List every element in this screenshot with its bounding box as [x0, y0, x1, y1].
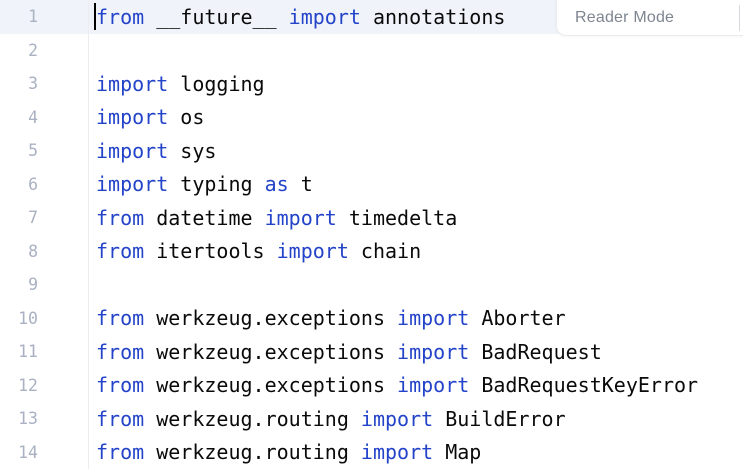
- code-text: from werkzeug.routing import Map: [88, 440, 481, 464]
- code-text: from werkzeug.routing import BuildError: [88, 407, 566, 431]
- code-token-keyword: import: [96, 172, 169, 197]
- line-number[interactable]: 2: [28, 40, 38, 60]
- code-token-keyword: import: [397, 339, 470, 364]
- code-token-plain: BuildError: [433, 406, 566, 431]
- reader-mode-button[interactable]: Reader Mode: [575, 9, 675, 26]
- code-line[interactable]: 8 from itertools import chain: [0, 235, 743, 269]
- code-text: from __future__ import annotations: [88, 5, 505, 29]
- code-token-plain: BadRequest: [469, 339, 602, 364]
- code-text: import typing as t: [88, 172, 313, 196]
- code-token-keyword: import: [360, 406, 434, 431]
- code-token-keyword: import: [288, 4, 361, 29]
- code-text: from werkzeug.exceptions import BadReque…: [88, 373, 698, 397]
- line-number[interactable]: 3: [28, 74, 38, 94]
- code-text: from werkzeug.exceptions import BadReque…: [88, 340, 602, 364]
- code-token-plain: datetime: [144, 205, 265, 230]
- code-line[interactable]: 9: [0, 268, 743, 302]
- line-number[interactable]: 8: [28, 241, 38, 261]
- code-line[interactable]: 6 import typing as t: [0, 168, 743, 202]
- line-number[interactable]: 7: [28, 208, 38, 228]
- line-number[interactable]: 1: [28, 7, 38, 27]
- code-text: import sys: [88, 139, 216, 163]
- code-token-keyword: from: [96, 339, 145, 364]
- reader-panel-separator: [739, 5, 740, 31]
- code-token-plain: __future__: [144, 4, 289, 29]
- code-text: import os: [88, 105, 204, 129]
- code-token-keyword: from: [96, 373, 145, 398]
- code-line[interactable]: 3 import logging: [0, 67, 743, 101]
- code-line[interactable]: 13 from werkzeug.routing import BuildErro…: [0, 402, 743, 436]
- code-text: from werkzeug.exceptions import Aborter: [88, 306, 566, 330]
- code-token-plain: timedelta: [336, 205, 458, 230]
- code-token-keyword: import: [96, 138, 169, 163]
- code-token-plain: BadRequestKeyError: [469, 373, 699, 398]
- code-token-plain: Aborter: [469, 306, 566, 331]
- code-token-keyword: from: [96, 4, 145, 29]
- line-number[interactable]: 10: [18, 308, 38, 328]
- code-text: import logging: [88, 72, 265, 96]
- code-text: from itertools import chain: [88, 239, 421, 263]
- line-number[interactable]: 14: [18, 442, 38, 462]
- code-token-keyword: import: [276, 239, 349, 264]
- code-token-plain: typing: [168, 172, 265, 197]
- text-caret: [94, 3, 96, 30]
- code-token-plain: werkzeug.routing: [144, 440, 361, 465]
- code-line[interactable]: 5 import sys: [0, 134, 743, 168]
- code-token-plain: Map: [433, 440, 482, 465]
- code-token-plain: itertools: [144, 239, 277, 264]
- code-line[interactable]: 4 import os: [0, 101, 743, 135]
- code-token-plain: sys: [168, 138, 217, 163]
- code-token-plain: werkzeug.exceptions: [144, 306, 398, 331]
- code-line[interactable]: 2: [0, 34, 743, 68]
- line-number[interactable]: 12: [18, 375, 38, 395]
- code-token-keyword: from: [96, 406, 145, 431]
- reader-mode-panel: Reader Mode: [556, 0, 743, 36]
- code-token-keyword: from: [96, 205, 145, 230]
- line-number[interactable]: 6: [28, 174, 38, 194]
- code-token-keyword: import: [397, 373, 470, 398]
- gutter-divider: [88, 0, 89, 469]
- code-token-plain: annotations: [360, 4, 506, 29]
- code-token-keyword: import: [397, 306, 470, 331]
- code-line[interactable]: 12 from werkzeug.exceptions import BadReq…: [0, 369, 743, 403]
- line-number[interactable]: 5: [28, 141, 38, 161]
- code-token-keyword: import: [264, 205, 337, 230]
- code-token-plain: os: [168, 105, 205, 130]
- line-number[interactable]: 9: [28, 275, 38, 295]
- code-token-keyword: from: [96, 306, 145, 331]
- code-line[interactable]: 7 from datetime import timedelta: [0, 201, 743, 235]
- line-number[interactable]: 13: [18, 409, 38, 429]
- code-line[interactable]: 14 from werkzeug.routing import Map: [0, 436, 743, 469]
- code-line[interactable]: 11 from werkzeug.exceptions import BadReq…: [0, 335, 743, 369]
- line-number[interactable]: 4: [28, 107, 38, 127]
- line-number[interactable]: 11: [18, 342, 38, 362]
- code-token-keyword: as: [264, 172, 289, 197]
- code-token-plain: t: [288, 172, 313, 197]
- code-token-keyword: from: [96, 440, 145, 465]
- code-token-keyword: from: [96, 239, 145, 264]
- code-token-plain: werkzeug.exceptions: [144, 373, 398, 398]
- code-token-plain: werkzeug.exceptions: [144, 339, 398, 364]
- code-text: from datetime import timedelta: [88, 206, 457, 230]
- code-token-keyword: import: [360, 440, 434, 465]
- code-token-plain: logging: [168, 71, 265, 96]
- code-token-keyword: import: [96, 105, 169, 130]
- code-token-plain: chain: [348, 239, 422, 264]
- code-token-plain: werkzeug.routing: [144, 406, 361, 431]
- code-token-keyword: import: [96, 71, 169, 96]
- code-line[interactable]: 10 from werkzeug.exceptions import Aborte…: [0, 302, 743, 336]
